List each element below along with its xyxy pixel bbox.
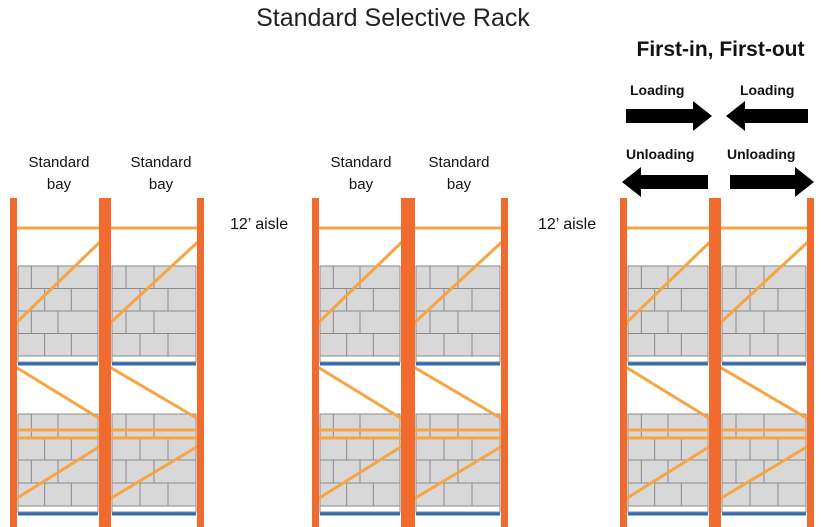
bay-label-2: Standard bay [116, 152, 206, 196]
pallet [319, 355, 401, 363]
pallet [17, 505, 99, 513]
rack-upright [312, 198, 319, 527]
bay-label-1: Standard bay [14, 152, 104, 196]
rack-brace [315, 364, 405, 422]
pallet [111, 355, 197, 363]
bay-label-2-line1: Standard [130, 154, 192, 171]
rack-brace [106, 238, 202, 327]
rack-brace [107, 364, 201, 422]
unloading-arrow-right-icon [730, 167, 814, 197]
rack-upright [620, 198, 627, 527]
rack-brace [411, 364, 505, 422]
rack-upright [714, 198, 721, 527]
unloading-arrow-left-icon [622, 167, 708, 197]
bay-label-4: Standard bay [414, 152, 504, 196]
pallet [415, 355, 501, 363]
rack-brace [623, 364, 713, 422]
arrows-group [622, 101, 814, 197]
pallet [721, 505, 807, 513]
bay-label-2-line2: bay [148, 176, 174, 193]
pallet [627, 355, 709, 363]
bay-label-1-line1: Standard [28, 154, 90, 171]
rack-brace [623, 443, 713, 502]
rack-brace [716, 238, 812, 327]
loading-label-left: Loading [630, 82, 685, 98]
bay-label-3-line2: bay [348, 176, 374, 193]
rack-brace [411, 443, 505, 502]
fifo-title: First-in, First-out [636, 38, 805, 61]
aisle-label-1: 12’ aisle [230, 216, 289, 233]
rack-brace [314, 238, 406, 327]
rack-upright [408, 198, 415, 527]
rack-upright [197, 198, 204, 527]
pallet [111, 505, 197, 513]
rack-brace [107, 443, 201, 502]
rack-brace [315, 443, 405, 502]
pallet [319, 505, 401, 513]
loading-arrow-left-icon [726, 101, 808, 131]
loading-arrow-right-icon [626, 101, 712, 131]
rack-brace [717, 443, 811, 502]
bay-label-4-line1: Standard [428, 154, 490, 171]
rack-upright [807, 198, 814, 527]
rack-upright [99, 198, 106, 527]
pallet [627, 505, 709, 513]
rack-brace [12, 238, 104, 327]
loading-label-right: Loading [740, 82, 795, 98]
bay-label-1-line2: bay [46, 176, 72, 193]
rack-brace [13, 443, 103, 502]
racks-group [10, 198, 814, 527]
pallet [17, 355, 99, 363]
rack-brace [622, 238, 714, 327]
unloading-label-right: Unloading [727, 146, 796, 162]
rack-brace [13, 364, 103, 422]
rack-brace [410, 238, 506, 327]
rack-upright [401, 198, 408, 527]
aisle-label-2: 12’ aisle [538, 216, 597, 233]
pallet [721, 355, 807, 363]
rack-upright [501, 198, 508, 527]
rack-upright [10, 198, 17, 527]
diagram-title: Standard Selective Rack [256, 4, 530, 32]
unloading-label-left: Unloading [626, 146, 695, 162]
rack-upright [709, 198, 716, 527]
bay-label-3-line1: Standard [330, 154, 392, 171]
rack-brace [717, 364, 811, 422]
bay-label-4-line2: bay [446, 176, 472, 193]
bay-label-3: Standard bay [316, 152, 406, 196]
rack-upright [104, 198, 111, 527]
pallet [415, 505, 501, 513]
